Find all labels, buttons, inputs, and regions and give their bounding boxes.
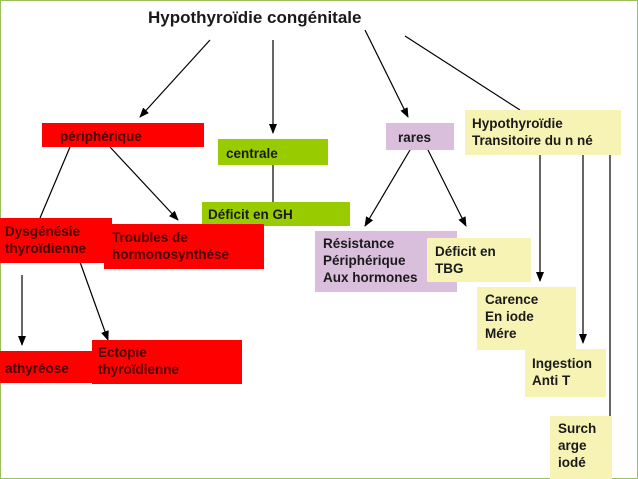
node-deficit-gh-label: Déficit en GH <box>208 207 293 222</box>
node-transitoire-line-1: Hypothyroïdie <box>472 116 563 131</box>
node-resistance-line-3: Aux hormones <box>323 270 418 285</box>
node-troubles-line-1: Troubles de <box>112 230 188 245</box>
node-ingestion-line-2: Anti T <box>532 373 571 388</box>
node-ingestion: Ingestion Anti T <box>525 349 606 397</box>
node-rares-label: rares <box>398 130 432 145</box>
node-transitoire-line-2: Transitoire du n né <box>472 133 593 148</box>
node-surcharge-line-1: Surch <box>558 421 597 436</box>
node-transitoire: Hypothyroïdie Transitoire du n né <box>465 110 621 155</box>
line-peripherique-to-dysgenesie <box>39 146 71 219</box>
node-carence-line-2: En iode <box>485 309 534 324</box>
node-centrale: centrale <box>218 139 328 165</box>
node-deficit-gh: Déficit en GH <box>202 202 350 226</box>
node-athyreose: athyréose <box>0 351 92 383</box>
node-ingestion-line-1: Ingestion <box>532 356 592 371</box>
arrow-dysgenesie-to-ectopie <box>79 261 109 341</box>
node-athyreose-label: athyréose <box>5 361 69 376</box>
node-ectopie-line-2: thyroïdienne <box>98 362 180 377</box>
node-carence-line-3: Mére <box>485 326 517 341</box>
node-peripherique-label: périphérique <box>60 129 142 144</box>
node-surcharge-line-3: iodé <box>558 455 586 470</box>
node-deficit-tbg-line-2: TBG <box>435 261 464 276</box>
node-resistance-line-1: Résistance <box>323 236 395 251</box>
arrow-peripherique-to-troubles <box>109 146 179 221</box>
arrow-rares-to-tbg <box>427 149 467 227</box>
node-ectopie: Ectopie thyroïdienne <box>92 340 242 384</box>
node-carence-line-1: Carence <box>485 292 539 307</box>
node-surcharge-line-2: arge <box>558 438 587 453</box>
node-carence: Carence En iode Mére <box>477 287 576 350</box>
node-resistance-line-2: Périphérique <box>323 253 406 268</box>
node-centrale-label: centrale <box>226 146 278 161</box>
arrow-title-to-peripherique <box>139 39 211 118</box>
node-surcharge: Surch arge iodé <box>550 416 612 479</box>
node-deficit-tbg-line-1: Déficit en <box>435 244 496 259</box>
node-troubles-line-2: hormonosynthése <box>112 247 230 262</box>
node-rares: rares <box>386 123 454 150</box>
node-deficit-tbg: Déficit en TBG <box>427 238 531 282</box>
node-peripherique: périphérique <box>42 123 204 147</box>
node-dysgenesie-line-2: thyroïdienne <box>5 241 87 256</box>
node-dysgenesie: Dysgénésie thyroïdienne <box>0 218 112 263</box>
arrow-title-to-rares <box>364 29 409 118</box>
line-title-to-transitoire <box>404 35 521 111</box>
arrow-rares-to-resistance <box>364 149 411 227</box>
node-troubles: Troubles de hormonosynthése <box>104 224 264 269</box>
node-ectopie-line-1: Ectopie <box>98 345 147 360</box>
node-dysgenesie-line-1: Dysgénésie <box>5 224 81 239</box>
diagram-title: Hypothyroïdie congénitale <box>148 8 362 27</box>
